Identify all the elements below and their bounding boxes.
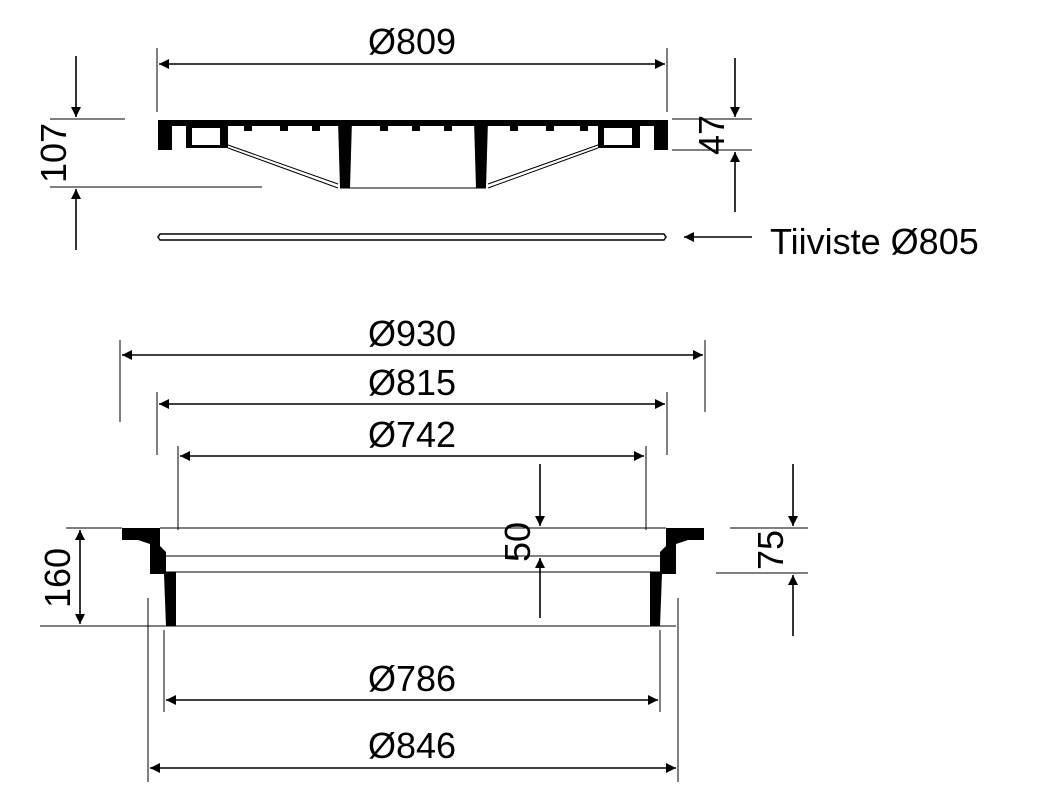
cover-rib-left — [338, 120, 352, 188]
cover-web-left-inner — [227, 144, 339, 185]
cover-right-edge — [654, 120, 668, 150]
cover-right-lug-slot — [604, 128, 632, 145]
cover-web-right-inner — [487, 144, 599, 185]
cover-rim-tooth — [546, 126, 554, 131]
frame-right-section — [650, 528, 704, 626]
gasket-group: Tiiviste Ø805 — [157, 221, 979, 262]
frame-786-label: Ø786 — [368, 658, 456, 699]
cover-profile — [158, 120, 668, 189]
frame-50-label: 50 — [497, 522, 538, 562]
cover-rim-tooth — [244, 126, 252, 131]
frame-75-label: 75 — [750, 530, 791, 570]
cover-rim-tooth — [580, 126, 588, 131]
cover-left-edge — [158, 120, 172, 150]
cover-rim-tooth — [280, 126, 288, 131]
cover-top-plate — [160, 120, 666, 126]
cover-thickness-label: 47 — [691, 115, 732, 155]
cover-rim-tooth — [380, 126, 388, 131]
frame-group: Ø930 Ø815 Ø742 160 50 75 — [37, 313, 808, 782]
cover-group: Ø809 — [33, 21, 752, 250]
gasket-label: Tiiviste Ø805 — [770, 221, 979, 262]
cover-left-lug-slot — [192, 128, 220, 145]
cover-web-left — [227, 147, 339, 189]
frame-930-label: Ø930 — [368, 313, 456, 354]
gasket-profile — [157, 233, 667, 241]
cover-height-label: 107 — [33, 123, 74, 183]
cover-rim-tooth — [312, 126, 320, 131]
frame-846-label: Ø846 — [368, 725, 456, 766]
cover-rim-tooth — [412, 126, 420, 131]
frame-815-label: Ø815 — [368, 362, 456, 403]
frame-742-label: Ø742 — [368, 414, 456, 455]
cover-diameter-label: Ø809 — [368, 21, 456, 62]
cover-rim-tooth — [444, 126, 452, 131]
cover-web-right — [487, 147, 599, 189]
frame-160-label: 160 — [37, 548, 78, 608]
frame-left-section — [122, 528, 176, 626]
cover-rim-tooth — [510, 126, 518, 131]
cover-rib-right — [474, 120, 488, 188]
